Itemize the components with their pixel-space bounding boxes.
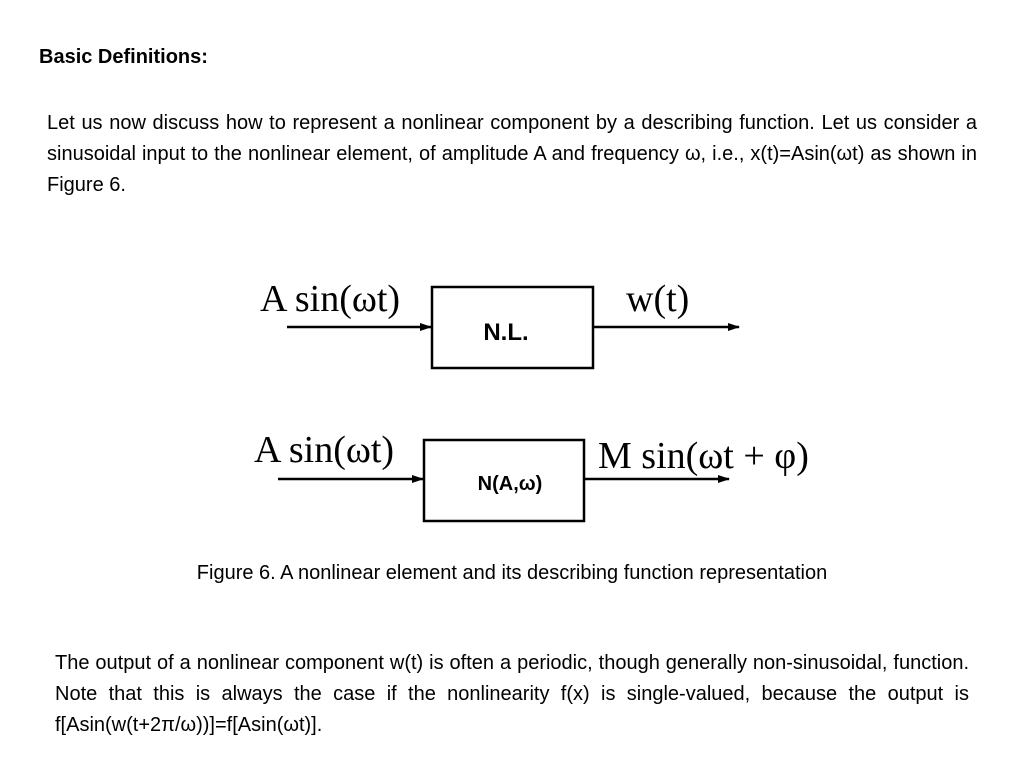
output-paragraph: The output of a nonlinear component w(t)… <box>55 652 969 736</box>
nonlinear-element-diagram: A sin(ωt) N.L. w(t) <box>260 278 740 370</box>
input-signal-label-bottom: A sin(ωt) <box>254 429 394 471</box>
section-heading: Basic Definitions: <box>39 46 208 68</box>
describing-function-diagram: A sin(ωt) N(A,ω) M sin(ωt + φ) <box>254 429 809 523</box>
nl-block-label: N.L. <box>483 319 528 346</box>
input-signal-label-top: A sin(ωt) <box>260 278 400 320</box>
output-signal-label-bottom: M sin(ωt + φ) <box>598 435 809 477</box>
output-signal-label-top: w(t) <box>626 278 689 320</box>
describing-function-block-label: N(A,ω) <box>478 473 543 495</box>
describing-function-block <box>422 438 586 523</box>
intro-paragraph: Let us now discuss how to represent a no… <box>47 112 977 196</box>
figure-caption: Figure 6. A nonlinear element and its de… <box>196 562 828 584</box>
